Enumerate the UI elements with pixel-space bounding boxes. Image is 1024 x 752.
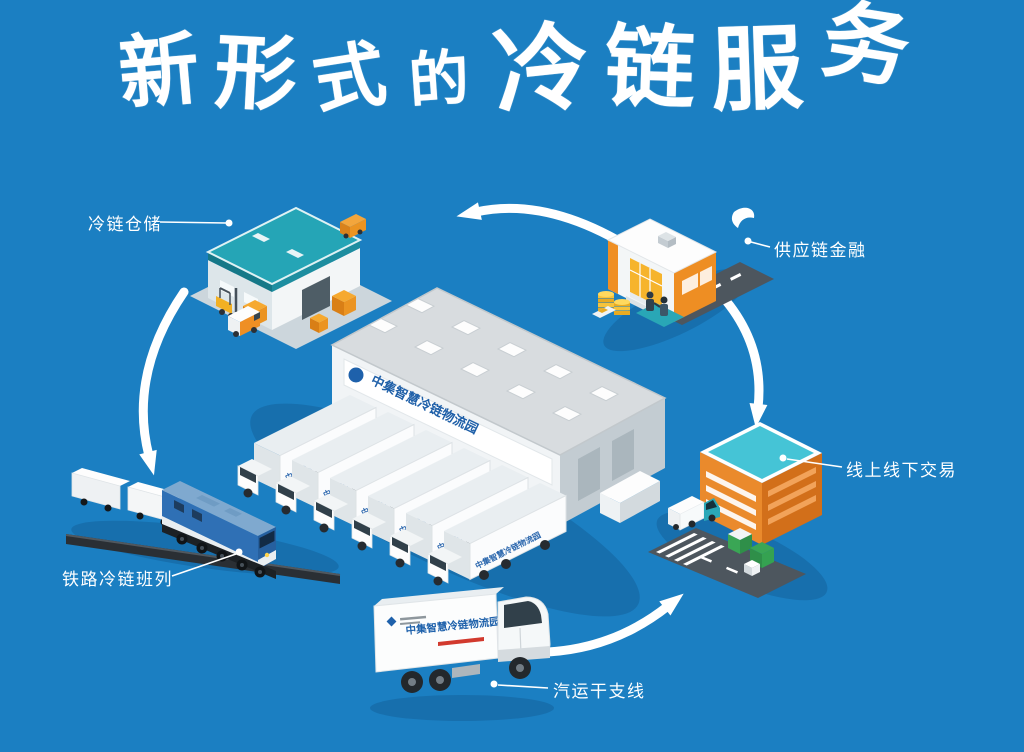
label-trading: 线上线下交易 bbox=[846, 461, 957, 481]
roof-ac-unit bbox=[658, 232, 676, 248]
connector-trading bbox=[786, 458, 843, 468]
truck-box-top bbox=[374, 587, 504, 606]
park-illustration: 中集智慧冷链物流园 bbox=[237, 287, 667, 586]
title-char: 冷 bbox=[488, 9, 596, 131]
coldstore-door bbox=[302, 276, 330, 320]
finance-glass-door bbox=[630, 258, 662, 308]
coldstore-van bbox=[228, 306, 260, 337]
coldstore-roof bbox=[205, 206, 363, 286]
coin-stacks bbox=[592, 291, 630, 318]
loco-roof bbox=[162, 481, 276, 536]
locomotive bbox=[162, 481, 276, 579]
park-logo bbox=[348, 367, 364, 383]
park-skylights bbox=[367, 297, 620, 422]
title-char: 式 bbox=[307, 30, 392, 126]
truck-phone-text bbox=[438, 637, 484, 646]
truck-brand-logo bbox=[386, 615, 427, 627]
park-roof bbox=[330, 287, 667, 456]
business-people bbox=[646, 291, 668, 316]
connector-finance bbox=[750, 241, 771, 248]
title-char: 的 bbox=[406, 42, 472, 118]
label-finance: 供应链金融 bbox=[774, 241, 867, 261]
trading-truck bbox=[668, 496, 720, 531]
title-char: 链 bbox=[603, 14, 697, 123]
ring-arrow-left bbox=[138, 287, 189, 476]
cold-storage-illustration bbox=[190, 206, 392, 349]
loco-windshield bbox=[259, 530, 275, 549]
title-char: 务 bbox=[815, 0, 917, 102]
label-rail: 铁路冷链班列 bbox=[62, 570, 173, 590]
truck-wheels bbox=[401, 657, 531, 693]
connector-dots bbox=[225, 219, 787, 688]
park-dock-doors bbox=[578, 429, 634, 501]
finance-illustration bbox=[592, 207, 774, 327]
train-illustration bbox=[65, 468, 341, 584]
truck-illustration: 中集智慧冷链物流园 bbox=[373, 587, 551, 693]
label-road-transport: 汽运干支线 bbox=[553, 682, 646, 702]
trading-crates bbox=[728, 528, 774, 576]
coldstore-mini-truck bbox=[340, 214, 366, 239]
park-sign-band bbox=[343, 358, 553, 486]
trading-illustration bbox=[648, 422, 822, 598]
ring-arrow-bottom bbox=[543, 593, 684, 657]
title-char: 形 bbox=[212, 24, 300, 125]
freight-car bbox=[71, 468, 130, 512]
truck-cab bbox=[497, 596, 551, 662]
park-annex bbox=[600, 471, 660, 523]
label-connectors bbox=[159, 221, 843, 689]
truck-windshield bbox=[504, 601, 542, 628]
zebra-crossing bbox=[656, 533, 738, 574]
page-title: 新 形 式 的 冷 链 服 务 bbox=[0, 0, 1024, 131]
trading-glass-roof bbox=[708, 426, 814, 479]
ring-arrow-right bbox=[717, 291, 768, 428]
loco-wheels bbox=[176, 533, 266, 578]
label-cold-storage: 冷链仓储 bbox=[88, 215, 162, 235]
finance-roof bbox=[606, 218, 718, 274]
title-char: 服 bbox=[709, 14, 805, 125]
connector-rail bbox=[171, 553, 237, 577]
connector-cold-storage bbox=[159, 221, 227, 224]
connector-road bbox=[497, 684, 549, 689]
loco-body bbox=[162, 490, 258, 570]
swoosh-icon bbox=[731, 207, 755, 228]
title-char: 新 bbox=[115, 21, 203, 122]
